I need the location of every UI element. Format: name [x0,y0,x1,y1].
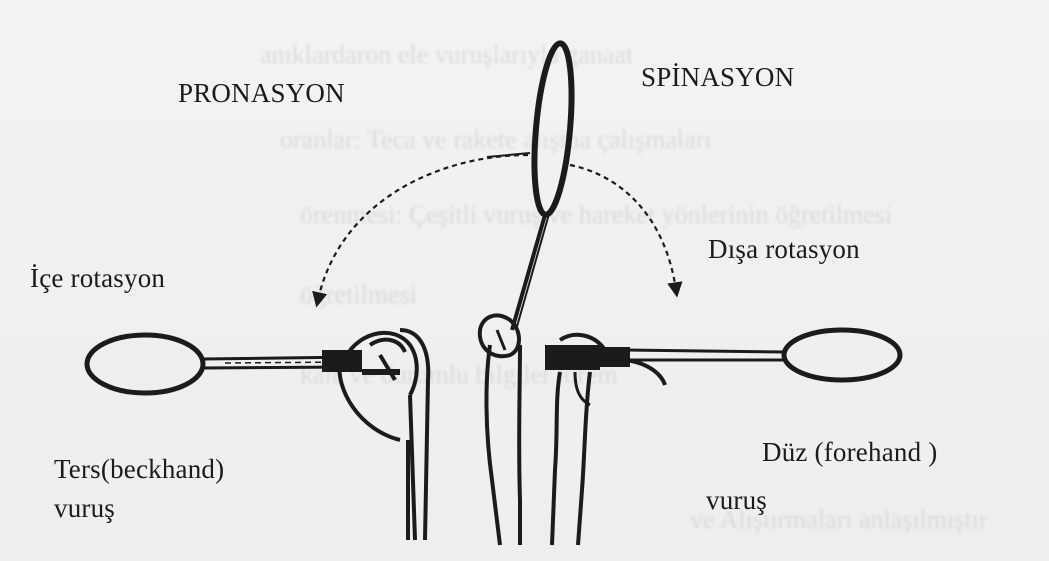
left-racket [87,335,362,393]
external-rotation-label: Dışa rotasyon [708,234,860,265]
center-racket-shaft [512,215,545,330]
right-racket [545,330,900,380]
right-racket-head [784,330,900,380]
supination-arrow [570,165,676,290]
right-racket-shaft [628,350,784,352]
rotation-arrows [318,153,676,300]
forehand-stroke-label: Düz (forehand ) [762,437,937,468]
center-racket-head [529,42,578,216]
left-racket-head [87,335,203,393]
backhand-stroke-label-line2: vuruş [54,493,115,524]
backhand-stroke-label: Ters(beckhand) [54,454,224,485]
pronation-arrow [318,155,528,300]
pronation-label: PRONASYON [178,78,345,109]
center-hand [480,315,520,545]
internal-rotation-label: İçe rotasyon [30,263,165,294]
center-racket [512,42,577,330]
forehand-stroke-label-line2: vuruş [706,485,767,516]
supination-label: SPİNASYON [641,62,794,93]
